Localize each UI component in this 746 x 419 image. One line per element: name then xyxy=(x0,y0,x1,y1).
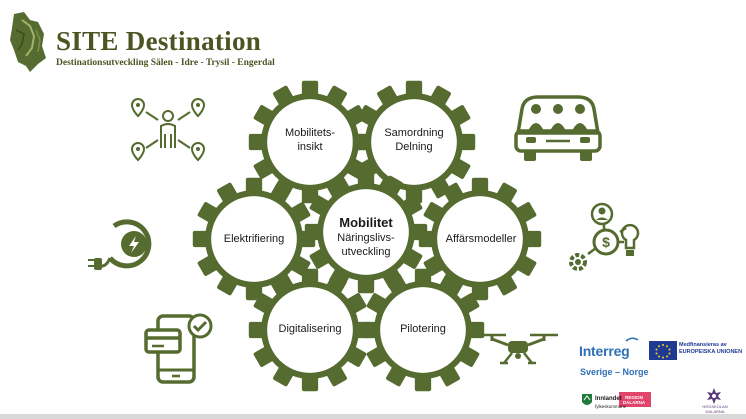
site-destination-title: SITE Destination xyxy=(56,26,262,56)
hogskolan-dalarna-logo xyxy=(707,388,721,404)
label-line: utveckling xyxy=(341,246,391,258)
region-line: DALARNA xyxy=(622,400,646,405)
label-affarsmodeller: Affärsmodeller xyxy=(426,232,536,246)
label-elektrifiering: Elektrifiering xyxy=(199,232,309,246)
interreg-logo-text: Interreg xyxy=(579,343,630,359)
region-line: REGION xyxy=(625,395,643,400)
label-line: Pilotering xyxy=(400,323,446,335)
label-line: Delning xyxy=(395,141,433,153)
label-line: Samordning xyxy=(384,127,444,139)
innlandet-line: fylkeskommune xyxy=(595,404,627,409)
label-center-title: Mobilitet xyxy=(339,215,393,230)
label-mobilitetsinsikt: Mobilitets- insikt xyxy=(255,126,365,154)
eu-line: Medfinansieras av xyxy=(679,342,727,348)
drone-icon xyxy=(478,333,558,365)
label-line: Näringslivs- xyxy=(337,232,395,244)
label-pilotering: Pilotering xyxy=(368,322,478,336)
interreg-accent xyxy=(625,337,639,342)
label-line: insikt xyxy=(297,141,323,153)
bottom-strip xyxy=(0,414,746,419)
network-people-icon xyxy=(131,98,205,161)
label-center: Mobilitet Näringslivs- utveckling xyxy=(311,215,421,259)
eu-line: EUROPEISKA UNIONEN xyxy=(679,349,743,355)
label-line: Digitalisering xyxy=(278,323,342,335)
innlandet-text: Innlandet fylkeskommune xyxy=(595,396,626,411)
label-samordning: Samordning Delning xyxy=(359,126,469,154)
innlandet-line: Innlandet xyxy=(595,396,622,402)
car-sharing-icon xyxy=(514,95,602,161)
region-dalarna-logo xyxy=(619,392,651,407)
innlandet-shield-logo xyxy=(582,394,592,405)
hogskolan-line: DALARNA xyxy=(705,409,725,414)
label-line: Elektrifiering xyxy=(223,233,285,245)
label-line: Mobilitets- xyxy=(284,127,336,139)
interreg-subtitle: Sverige – Norge xyxy=(580,367,649,377)
site-logo-emblem xyxy=(10,12,46,72)
site-destination-subtitle: Destinationsutveckling Sälen - Idre - Tr… xyxy=(56,58,275,68)
region-dalarna-text: REGION DALARNA xyxy=(620,395,648,405)
hogskolan-text: HÖGSKOLAN DALARNA xyxy=(698,404,732,414)
mobile-payment-icon xyxy=(144,313,213,384)
label-line: Affärsmodeller xyxy=(445,233,517,245)
business-gears-icon: $ xyxy=(569,202,640,271)
label-digitalisering: Digitalisering xyxy=(255,322,365,336)
eu-cofunded-text: Medfinansieras av EUROPEISKA UNIONEN xyxy=(679,342,742,356)
svg-text:$: $ xyxy=(602,234,610,250)
eu-flag-logo xyxy=(649,341,677,360)
hogskolan-line: HÖGSKOLAN xyxy=(702,404,728,409)
charging-plug-icon xyxy=(88,219,152,270)
